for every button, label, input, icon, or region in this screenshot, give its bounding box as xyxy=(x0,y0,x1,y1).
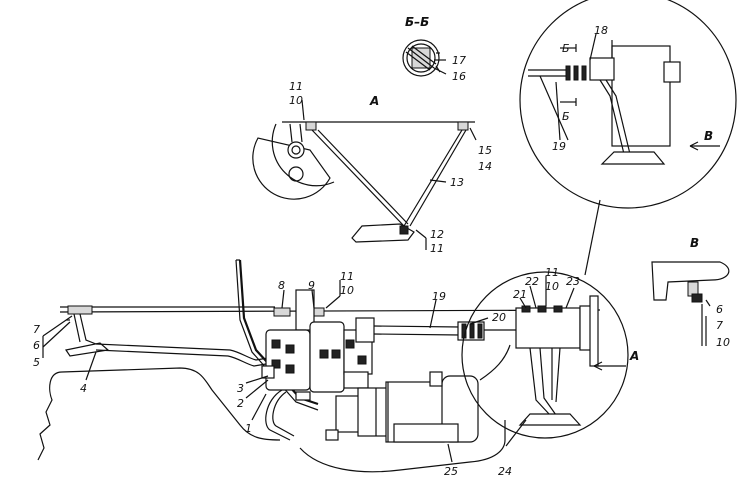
label-10-c: 10 xyxy=(545,280,559,293)
label-12: 12 xyxy=(430,228,444,241)
label-6: 6 xyxy=(33,339,40,352)
label-1: 1 xyxy=(245,422,252,435)
label-20: 20 xyxy=(492,311,506,324)
label-4: 4 xyxy=(80,382,87,395)
label-2: 2 xyxy=(237,397,244,410)
label-9: 9 xyxy=(308,279,315,292)
view-a-arrow-label: А xyxy=(629,349,639,363)
label-16: 16 xyxy=(452,70,466,83)
label-24: 24 xyxy=(498,465,512,478)
label-25: 25 xyxy=(444,465,458,478)
cross-shaft-bracket xyxy=(515,295,599,426)
label-17: 17 xyxy=(452,54,466,67)
label-18: 18 xyxy=(594,24,608,37)
label-19-zoom: 19 xyxy=(552,140,566,153)
label-7: 7 xyxy=(33,323,40,336)
label-6-b: 6 xyxy=(716,303,723,316)
pedal-assembly xyxy=(65,305,269,367)
label-8: 8 xyxy=(278,279,285,292)
section-mark-top: Б xyxy=(562,42,570,55)
label-3: 3 xyxy=(237,382,244,395)
view-b xyxy=(651,261,730,346)
label-10-a: 10 xyxy=(289,94,303,107)
view-arrow-a xyxy=(593,361,626,371)
push-rod-19 xyxy=(355,317,516,343)
label-5: 5 xyxy=(33,356,40,369)
view-a xyxy=(252,121,475,243)
label-11-a2: 11 xyxy=(430,242,444,255)
booster-25 xyxy=(325,371,479,443)
label-11-a: 11 xyxy=(289,80,303,93)
label-19: 19 xyxy=(432,290,446,303)
view-b-arrow-label: В xyxy=(704,129,713,143)
label-11-c: 11 xyxy=(545,266,559,279)
label-11-main: 11 xyxy=(340,270,354,283)
label-21: 21 xyxy=(513,288,527,301)
label-23: 23 xyxy=(566,275,580,288)
floor-frame xyxy=(37,306,601,473)
label-10-main: 10 xyxy=(340,284,354,297)
label-22: 22 xyxy=(525,275,539,288)
label-13: 13 xyxy=(450,176,464,189)
label-7-b: 7 xyxy=(716,319,723,332)
view-a-title: А xyxy=(369,94,379,108)
detail-circle-main xyxy=(461,271,629,439)
zoom-detail xyxy=(519,0,737,276)
leader-lines xyxy=(42,33,711,463)
label-15: 15 xyxy=(478,144,492,157)
section-bb xyxy=(402,39,441,77)
master-cylinder xyxy=(261,289,373,441)
label-14: 14 xyxy=(478,160,492,173)
section-mark-bottom: Б xyxy=(562,110,570,123)
label-10-b: 10 xyxy=(716,336,730,349)
view-b-title: В xyxy=(690,236,699,250)
section-bb-title: Б–Б xyxy=(405,15,429,29)
callout-labels: 7 6 5 4 3 2 1 8 9 11 10 19 20 21 22 11 1… xyxy=(33,15,730,478)
